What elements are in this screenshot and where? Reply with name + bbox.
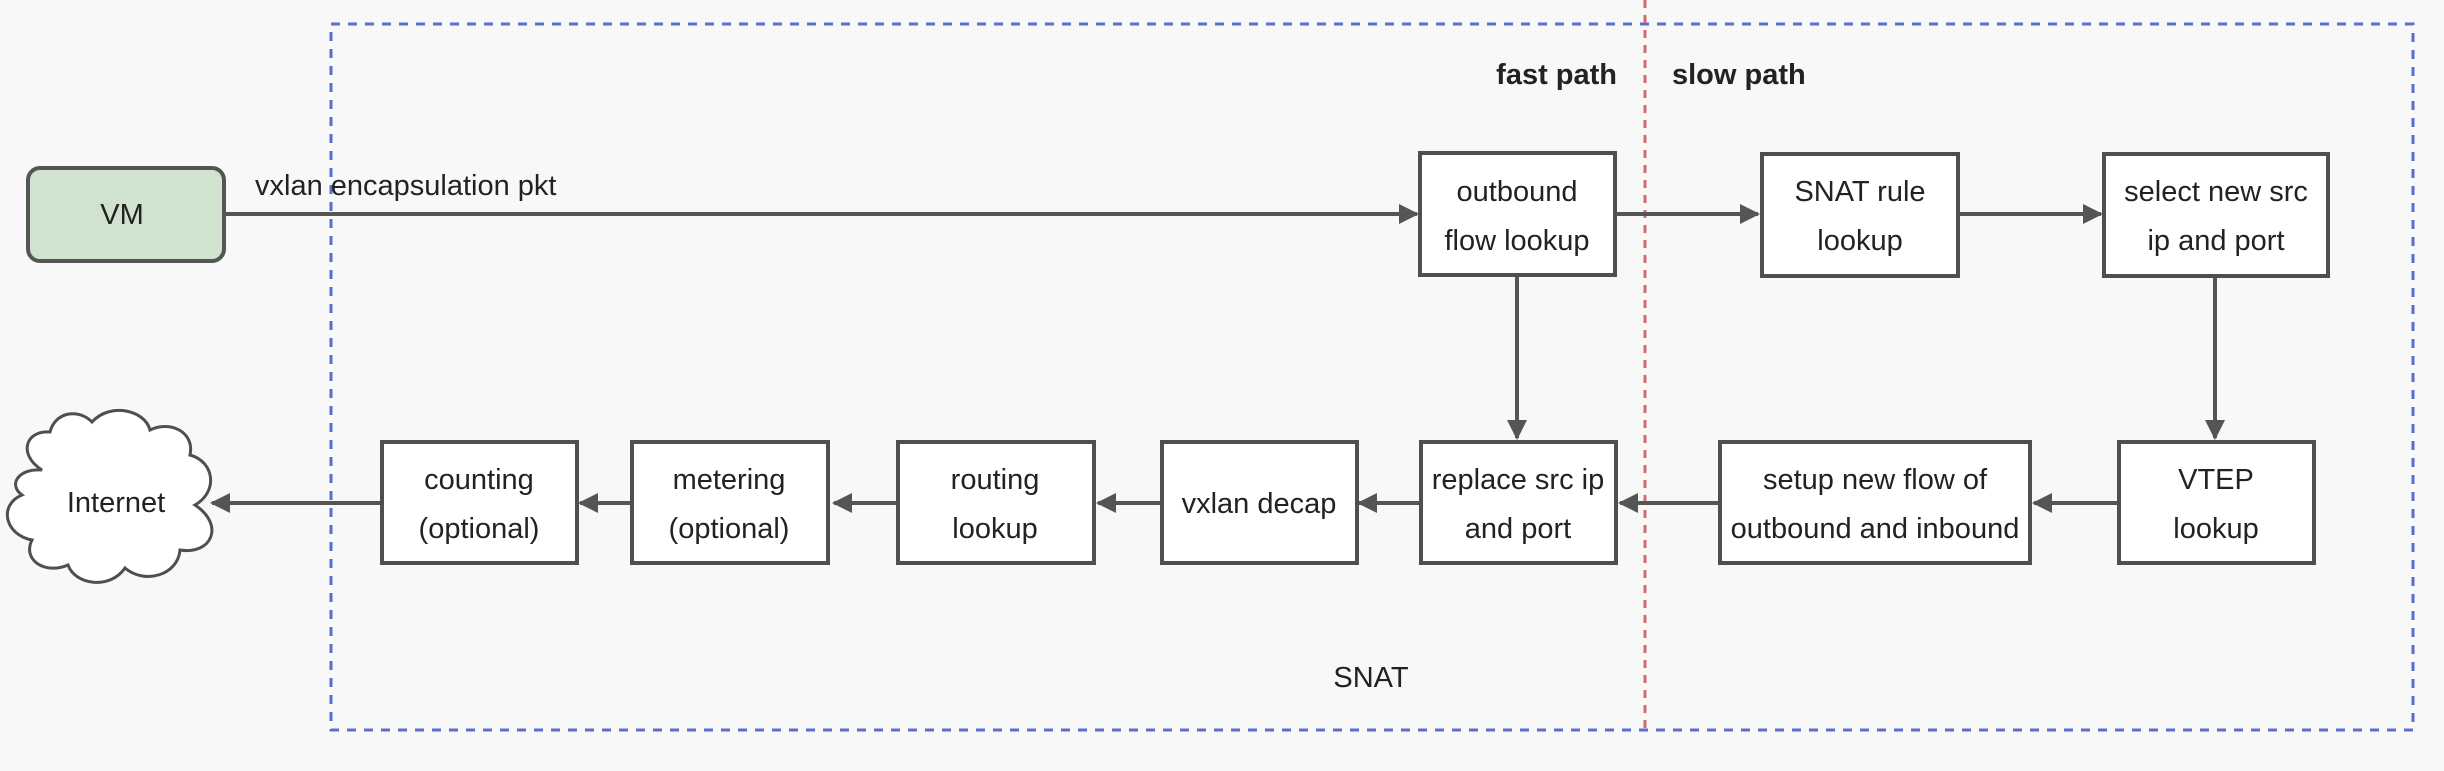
svg-text:VM: VM — [100, 199, 144, 231]
node-internet: Internet — [5, 408, 214, 584]
node-metering: metering (optional) — [630, 440, 830, 565]
svg-text:routing: routing — [951, 464, 1040, 496]
svg-text:vxlan decap: vxlan decap — [1182, 488, 1337, 520]
node-vtep-lookup: VTEP lookup — [2117, 440, 2316, 565]
svg-text:counting: counting — [424, 464, 534, 496]
svg-text:outbound: outbound — [1457, 176, 1578, 208]
slow-path-title: slow path — [1672, 59, 1806, 91]
svg-text:lookup: lookup — [952, 513, 1037, 545]
svg-text:Internet: Internet — [67, 487, 165, 519]
node-routing-lookup: routing lookup — [896, 440, 1096, 565]
node-snat-rule-lookup: SNAT rule lookup — [1760, 152, 1960, 278]
svg-text:setup new flow of: setup new flow of — [1763, 464, 1988, 496]
svg-text:lookup: lookup — [1817, 225, 1902, 257]
snat-group-boundary — [329, 22, 2415, 732]
fast-path-title: fast path — [1496, 59, 1617, 91]
node-counting: counting (optional) — [380, 440, 579, 565]
snat-group-label: SNAT — [1333, 662, 1408, 694]
svg-text:metering: metering — [673, 464, 786, 496]
svg-text:replace src ip: replace src ip — [1432, 464, 1604, 496]
svg-text:select new src: select new src — [2124, 176, 2308, 208]
svg-text:and port: and port — [1465, 513, 1571, 545]
svg-text:ip and port: ip and port — [2147, 225, 2284, 257]
svg-text:(optional): (optional) — [419, 513, 540, 545]
vxlan-encapsulation-label: vxlan encapsulation pkt — [255, 170, 556, 202]
node-setup-new-flow: setup new flow of outbound and inbound — [1718, 440, 2032, 565]
edges — [210, 204, 2225, 513]
svg-text:flow lookup: flow lookup — [1444, 225, 1589, 257]
svg-text:VTEP: VTEP — [2178, 464, 2254, 496]
node-select-new-src: select new src ip and port — [2102, 152, 2330, 278]
node-vxlan-decap: vxlan decap — [1160, 440, 1359, 565]
node-replace-src: replace src ip and port — [1419, 440, 1618, 565]
svg-text:(optional): (optional) — [669, 513, 790, 545]
cloud-icon — [5, 408, 214, 584]
svg-text:outbound and inbound: outbound and inbound — [1731, 513, 2020, 545]
svg-text:lookup: lookup — [2173, 513, 2258, 545]
node-vm: VM — [26, 166, 226, 263]
svg-text:SNAT rule: SNAT rule — [1794, 176, 1925, 208]
node-outbound-flow-lookup: outbound flow lookup — [1418, 151, 1617, 277]
